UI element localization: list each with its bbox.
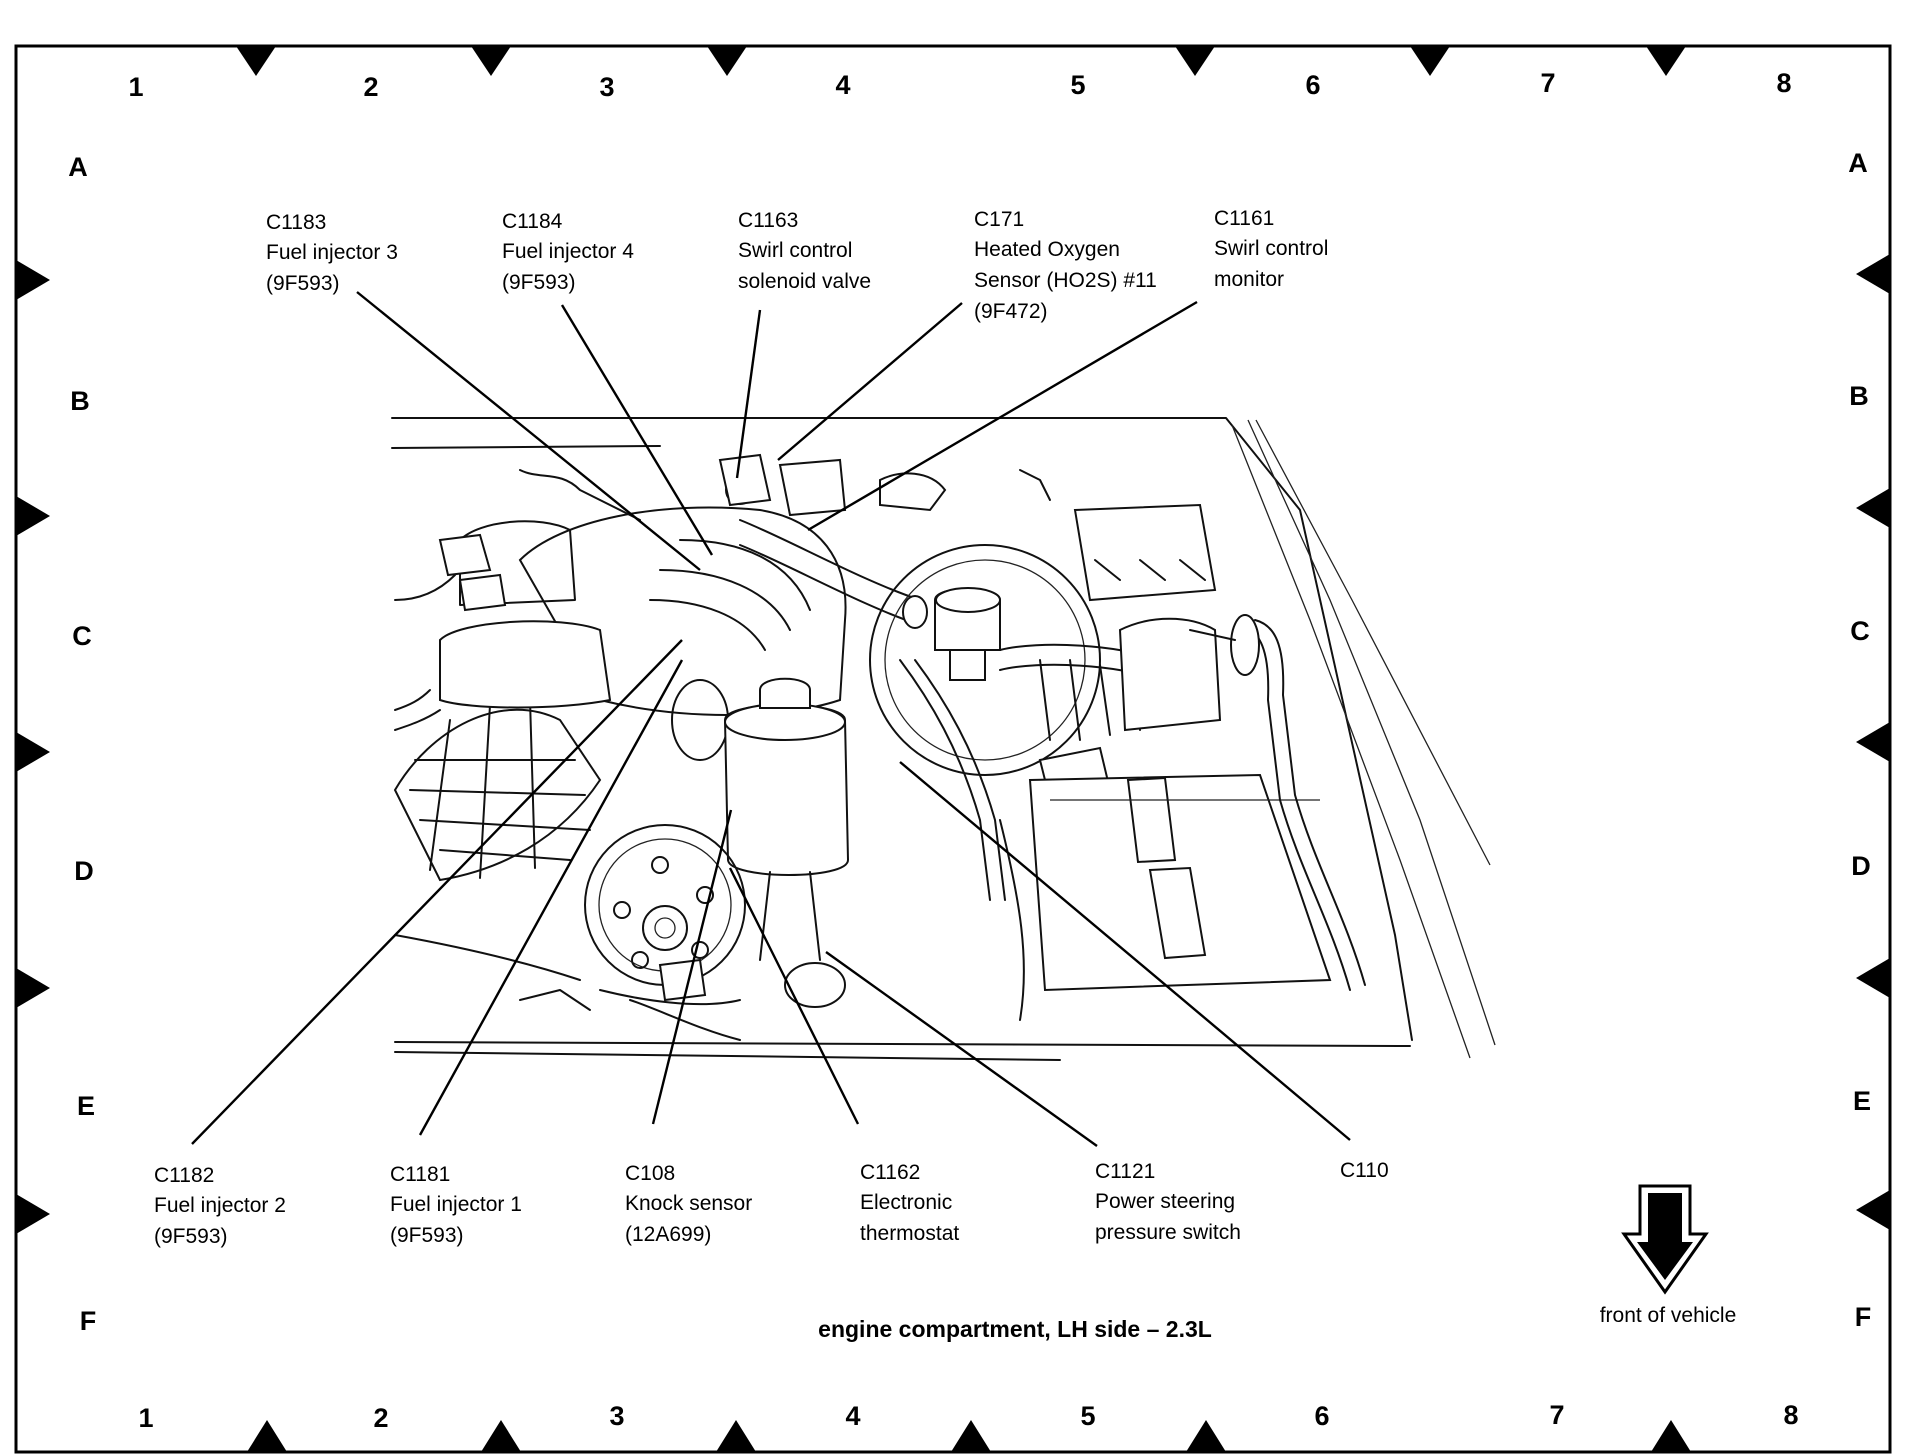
- grid-col-label: 4: [835, 70, 850, 100]
- grid-row-labels-right: A B C D E F: [1848, 148, 1871, 1332]
- connector-id: C110: [1340, 1159, 1389, 1182]
- component-name: Fuel injector 1: [390, 1193, 522, 1216]
- grid-col-label: 1: [138, 1403, 153, 1433]
- connector-id: C1183: [266, 211, 326, 234]
- callout-c1183: C1183 Fuel injector 3 (9F593): [266, 211, 398, 295]
- component-name: Swirl control: [1214, 237, 1328, 260]
- component-name: Power steering: [1095, 1190, 1235, 1213]
- grid-col-label: 1: [128, 72, 143, 102]
- component-name: Heated Oxygen: [974, 238, 1120, 261]
- connector-id: C1181: [390, 1163, 450, 1186]
- grid-col-label: 3: [609, 1401, 624, 1431]
- part-number: (9F472): [974, 300, 1048, 323]
- callout-c1184: C1184 Fuel injector 4 (9F593): [502, 210, 634, 294]
- grid-row-label: D: [74, 856, 94, 886]
- grid-row-label: D: [1851, 851, 1871, 881]
- callout-c110: C110: [1340, 1159, 1389, 1182]
- connector-id: C1163: [738, 209, 798, 232]
- diagram-title: engine compartment, LH side – 2.3L: [818, 1316, 1212, 1342]
- grid-row-label: B: [1849, 381, 1869, 411]
- grid-row-label: A: [68, 152, 88, 182]
- grid-col-label: 2: [373, 1403, 388, 1433]
- component-name: Sensor (HO2S) #11: [974, 269, 1157, 292]
- grid-column-labels-bottom: 1 2 3 4 5 6 7 8: [138, 1400, 1798, 1433]
- connector-id: C1161: [1214, 207, 1274, 230]
- callout-c171: C171 Heated Oxygen Sensor (HO2S) #11 (9F…: [974, 208, 1157, 323]
- callout-c1181: C1181 Fuel injector 1 (9F593): [390, 1163, 522, 1247]
- component-name: thermostat: [860, 1222, 959, 1245]
- callout-c1182: C1182 Fuel injector 2 (9F593): [154, 1164, 286, 1248]
- part-number: (9F593): [502, 271, 576, 294]
- grid-col-label: 8: [1783, 1400, 1798, 1430]
- grid-col-label: 4: [845, 1401, 860, 1431]
- engine-illustration: [391, 417, 1496, 1061]
- connector-id: C108: [625, 1162, 675, 1185]
- grid-col-label: 5: [1070, 70, 1085, 100]
- callout-c1161: C1161 Swirl control monitor: [1214, 207, 1328, 291]
- connector-id: C1162: [860, 1161, 920, 1184]
- grid-col-label: 5: [1080, 1401, 1095, 1431]
- callout-leader-lines: [191, 291, 1351, 1147]
- part-number: (9F593): [266, 272, 340, 295]
- component-name: Fuel injector 4: [502, 240, 634, 263]
- component-name: Knock sensor: [625, 1192, 752, 1215]
- callout-c1121: C1121 Power steering pressure switch: [1095, 1160, 1241, 1244]
- grid-row-label: E: [1853, 1086, 1871, 1116]
- grid-markers: [16, 46, 1890, 1452]
- grid-col-label: 6: [1305, 70, 1320, 100]
- component-name: Fuel injector 2: [154, 1194, 286, 1217]
- grid-row-label: F: [80, 1306, 97, 1336]
- connector-id: C1182: [154, 1164, 214, 1187]
- component-name: pressure switch: [1095, 1221, 1241, 1244]
- orientation-label: front of vehicle: [1600, 1304, 1737, 1327]
- callout-c1162: C1162 Electronic thermostat: [860, 1161, 959, 1245]
- callout-c1163: C1163 Swirl control solenoid valve: [738, 209, 871, 293]
- front-of-vehicle-indicator: front of vehicle: [1600, 1184, 1737, 1327]
- grid-col-label: 8: [1776, 68, 1791, 98]
- component-name: Swirl control: [738, 239, 852, 262]
- grid-col-label: 6: [1314, 1401, 1329, 1431]
- grid-row-labels-left: A B C D E F: [68, 152, 96, 1336]
- component-name: solenoid valve: [738, 270, 871, 293]
- grid-col-label: 7: [1549, 1400, 1564, 1430]
- grid-row-label: C: [72, 621, 92, 651]
- connector-id: C1184: [502, 210, 563, 233]
- grid-row-label: E: [77, 1091, 95, 1121]
- grid-col-label: 2: [363, 72, 378, 102]
- grid-row-label: F: [1855, 1302, 1872, 1332]
- grid-row-label: C: [1850, 616, 1870, 646]
- connector-id: C171: [974, 208, 1024, 231]
- component-name: Fuel injector 3: [266, 241, 398, 264]
- component-name: Electronic: [860, 1191, 952, 1214]
- connector-id: C1121: [1095, 1160, 1155, 1183]
- grid-col-label: 7: [1540, 68, 1555, 98]
- part-number: (9F593): [390, 1224, 464, 1247]
- callout-c108: C108 Knock sensor (12A699): [625, 1162, 752, 1246]
- grid-column-labels-top: 1 2 3 4 5 6 7 8: [128, 68, 1791, 102]
- component-name: monitor: [1214, 268, 1284, 291]
- grid-row-label: B: [70, 386, 90, 416]
- part-number: (12A699): [625, 1223, 711, 1246]
- part-number: (9F593): [154, 1225, 228, 1248]
- grid-row-label: A: [1848, 148, 1868, 178]
- grid-col-label: 3: [599, 72, 614, 102]
